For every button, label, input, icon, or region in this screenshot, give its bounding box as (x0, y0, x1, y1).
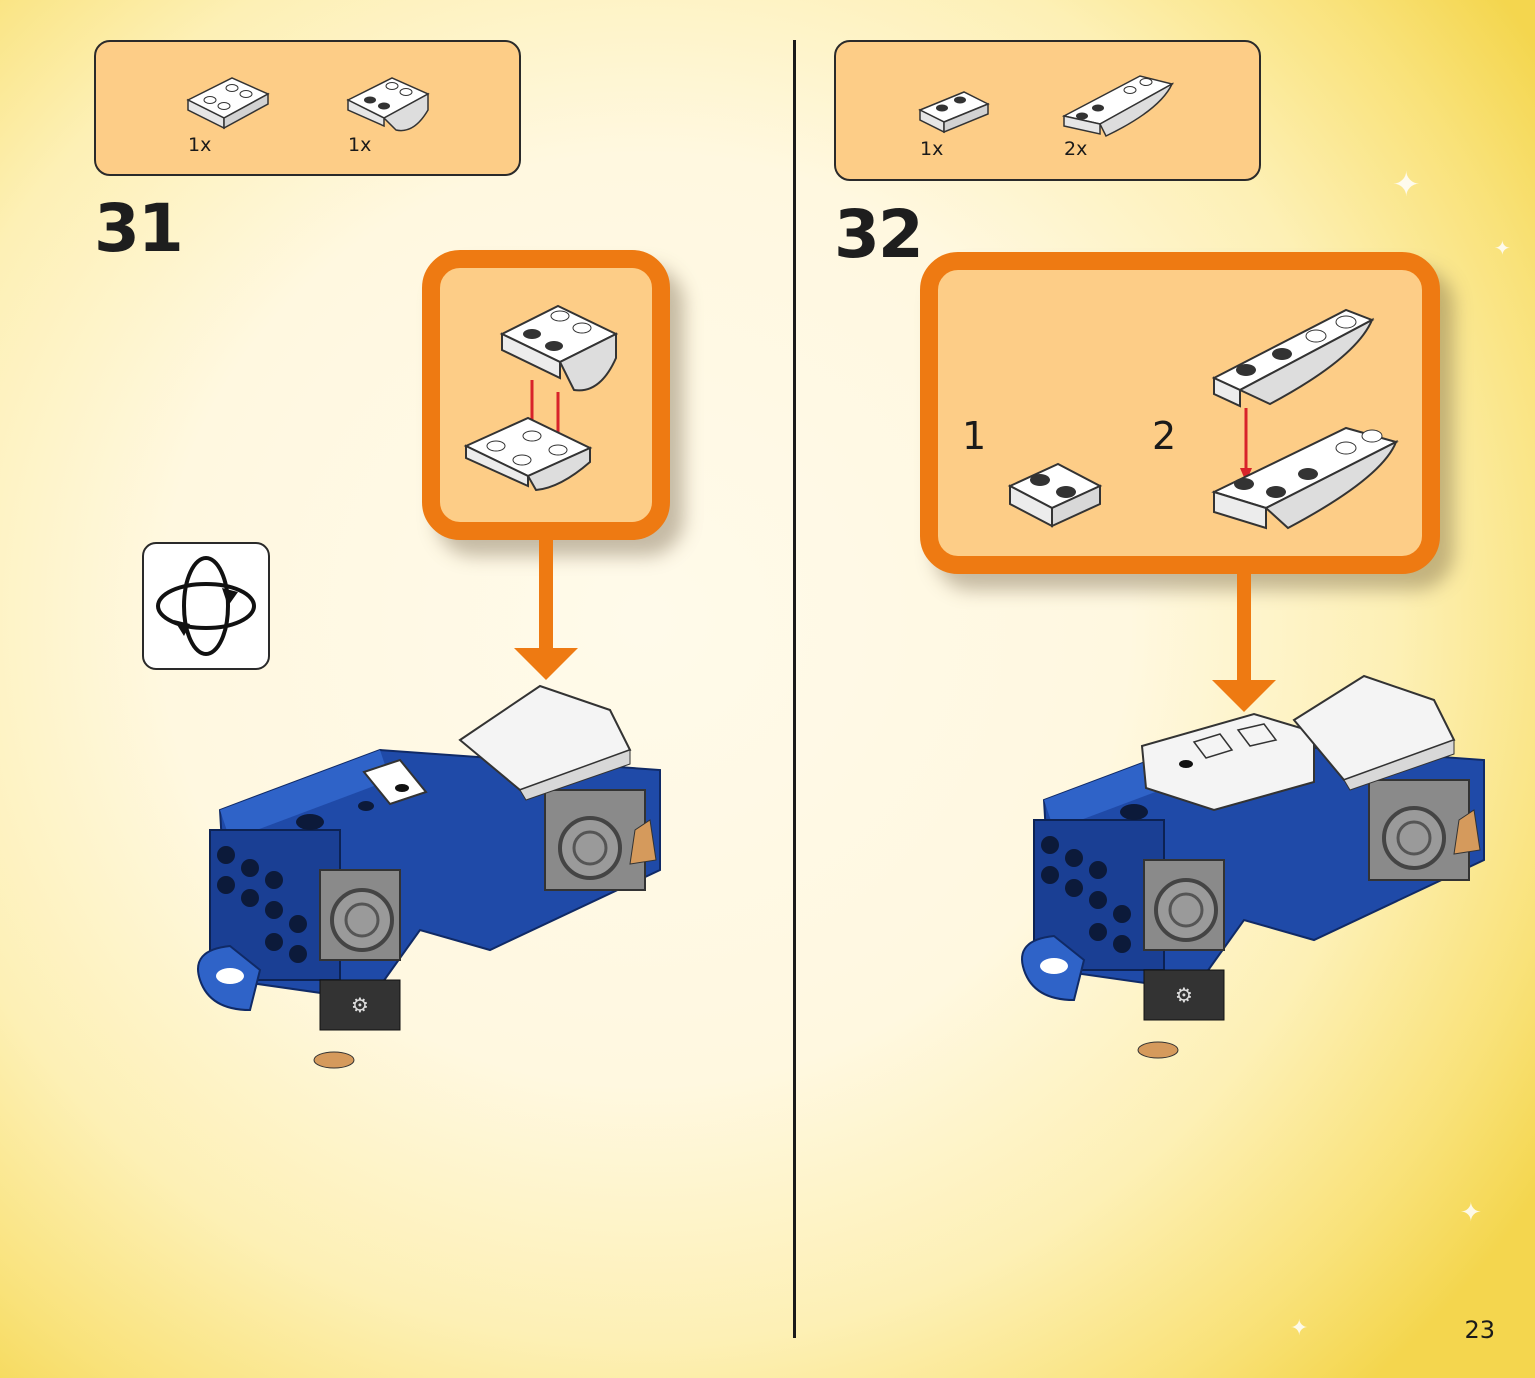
model-assembly-image: ⚙ (1021, 674, 1485, 1059)
substep-1-image (1007, 462, 1103, 528)
step-32-parts-list: 1x 2x (834, 40, 1261, 181)
placement-arrow-icon (514, 540, 578, 680)
step-number: 32 (834, 196, 924, 273)
step-31-callout (422, 250, 670, 540)
step-32-callout: 1 2 (920, 252, 1440, 574)
svg-text:⚙: ⚙ (351, 993, 369, 1017)
part-quantity: 1x (920, 138, 944, 160)
substep-number: 2 (1152, 414, 1177, 458)
placement-arrow-icon (1212, 572, 1276, 712)
sparkle-icon: ✦ (1290, 1316, 1309, 1341)
part-quantity: 2x (1064, 138, 1088, 160)
substep-number: 1 (962, 414, 987, 458)
sparkle-icon: ✦ (1392, 165, 1421, 205)
model-assembly-image: ⚙ (197, 684, 661, 1069)
subassembly-image (463, 304, 619, 492)
part-curved-slope-image (1061, 75, 1175, 137)
substep-2-image (1211, 308, 1399, 530)
part-inverted-slope-plate-image (186, 77, 270, 130)
part-quantity: 1x (188, 134, 212, 156)
page-number: 23 (1464, 1316, 1495, 1344)
part-curved-slope-brick-image (346, 77, 430, 132)
part-quantity: 1x (348, 134, 372, 156)
svg-text:⚙: ⚙ (1175, 983, 1193, 1007)
step-number: 31 (94, 190, 184, 267)
page-divider (793, 40, 796, 1338)
step-31-parts-list: 1x 1x (94, 40, 521, 176)
rotate-model-icon (142, 542, 270, 670)
part-plate-1x2-image (918, 91, 990, 134)
sparkle-icon: ✦ (1460, 1198, 1482, 1228)
sparkle-icon: ✦ (1494, 236, 1511, 260)
